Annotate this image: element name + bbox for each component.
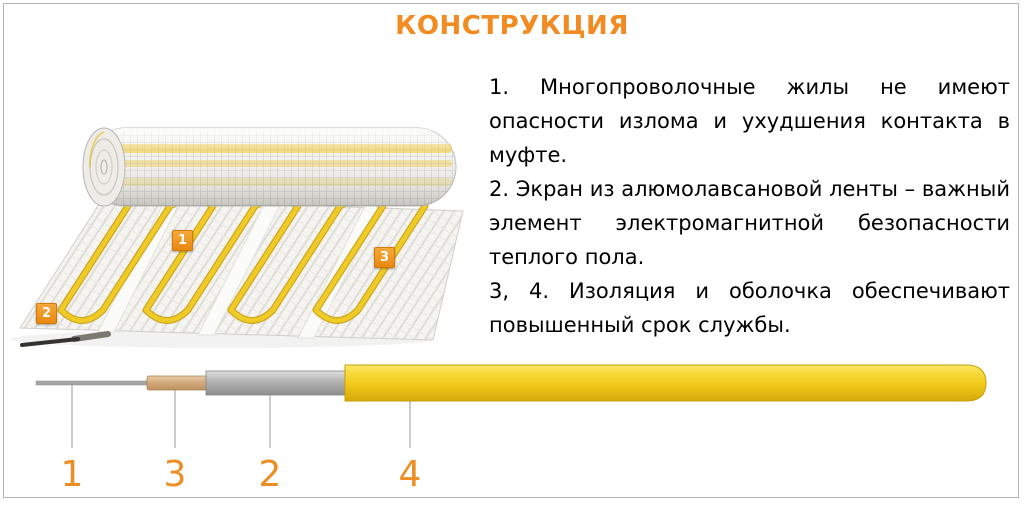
heating-mat-illustration: 1 3 2 (8, 48, 478, 358)
cable-label-insulation: 3 (164, 454, 187, 495)
mat-badge-2: 2 (36, 303, 57, 324)
mat-roll (82, 127, 457, 207)
description-item-3: 3, 4. Изоляция и оболочка обеспечивают п… (489, 279, 1010, 337)
cable-layer-screen (205, 370, 348, 396)
cable-label-core: 1 (61, 454, 84, 495)
heating-mat-svg (11, 127, 464, 348)
description-item-1: 1. Многопроволочные жилы не имеют опасно… (489, 75, 1010, 167)
leader-lines (71, 385, 411, 448)
cold-lead-wire (20, 331, 111, 347)
mat-badge-1: 1 (172, 230, 193, 251)
roll-end-cap (82, 127, 126, 207)
cable-layer-sheath (344, 364, 987, 402)
mat-badge-3: 3 (374, 247, 395, 268)
cable-cross-section: 1 3 2 4 (0, 352, 1024, 512)
cable-layer-conductor (35, 380, 151, 386)
description-item-2: 2. Экран из алюмолавсановой ленты – важн… (489, 177, 1010, 269)
cable-cross-section-svg: 1 3 2 4 (35, 364, 987, 495)
cable-layer-insulation (146, 375, 209, 391)
page-border-frame (3, 3, 1019, 498)
cable-label-sheath: 4 (399, 454, 422, 495)
page-title: КОНСТРУКЦИЯ (395, 11, 629, 41)
description-list: 1. Многопроволочные жилы не имеют опасно… (489, 70, 1010, 342)
cable-label-screen: 2 (259, 454, 282, 495)
